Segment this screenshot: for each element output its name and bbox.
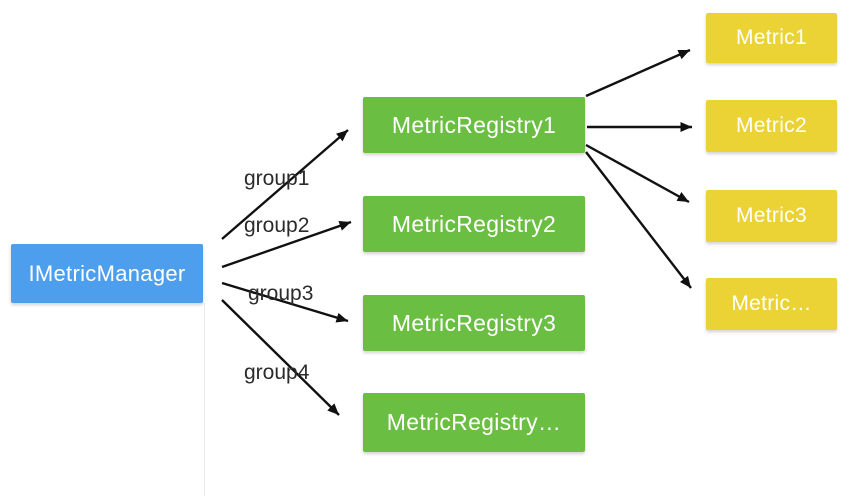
node-metric-more: Metric… — [706, 278, 837, 330]
node-metricregistry3: MetricRegistry3 — [363, 295, 585, 351]
node-metricregistry-more: MetricRegistry… — [363, 393, 585, 452]
node-metricregistry1-label: MetricRegistry1 — [391, 111, 557, 138]
arrow-registry1-to-metric3 — [585, 143, 690, 204]
edge-label-group4: group4 — [244, 361, 310, 384]
node-imetricmanager-label: IMetricManager — [28, 260, 186, 286]
node-metricregistry3-label: MetricRegistry3 — [391, 309, 557, 336]
node-metricregistry-more-label: MetricRegistry… — [386, 409, 562, 435]
node-metricregistry2-label: MetricRegistry2 — [391, 210, 557, 237]
slide-edge-line — [204, 303, 205, 496]
node-imetricmanager: IMetricManager — [11, 244, 203, 303]
edge-label-group3: group3 — [248, 282, 314, 305]
node-metricregistry2: MetricRegistry2 — [363, 196, 585, 252]
edge-label-group1: group1 — [244, 167, 310, 190]
node-metric3-label: Metric3 — [736, 204, 807, 227]
node-metric1: Metric1 — [706, 13, 837, 63]
edge-label-group2: group2 — [244, 214, 310, 237]
arrow-registry1-to-metric-more — [585, 151, 692, 289]
node-metricregistry1: MetricRegistry1 — [363, 97, 585, 153]
node-metric1-label: Metric1 — [736, 26, 807, 49]
node-metric3: Metric3 — [706, 190, 837, 242]
node-metric2: Metric2 — [706, 100, 837, 152]
node-metric2-label: Metric2 — [736, 114, 807, 137]
arrow-manager-to-registry-more — [221, 299, 340, 416]
node-metric-more-label: Metric… — [731, 292, 812, 315]
arrow-registry1-to-metric1 — [585, 48, 691, 98]
